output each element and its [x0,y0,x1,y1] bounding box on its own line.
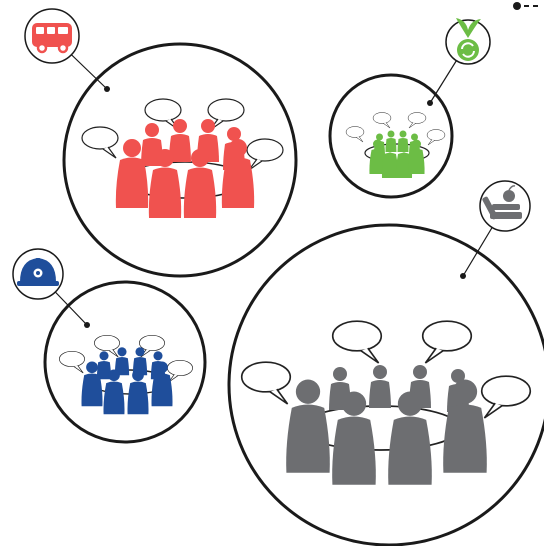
corner-connector-mark [513,2,538,10]
participants [286,365,487,485]
group-transport [24,8,298,278]
participants [364,130,430,178]
group-construction [12,248,207,444]
group-circle [227,223,544,546]
books-apple-icon [482,185,522,220]
hard-hat-icon [17,258,59,286]
participants [81,347,173,415]
icon-badge [479,180,531,232]
icon-badge [445,18,491,65]
group-circle [328,73,454,199]
icon-badge [12,248,64,300]
group-education [227,180,544,546]
group-environment [328,18,491,199]
group-circle [62,42,298,278]
bus-icon [32,23,72,54]
icon-badge [24,8,80,64]
sprout-recycle-icon [456,18,481,61]
group-circle [43,280,207,444]
participants [115,119,255,218]
